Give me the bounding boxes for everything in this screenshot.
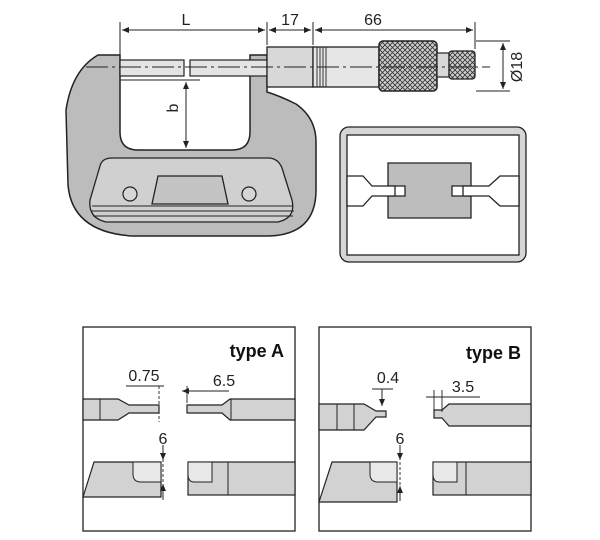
spindle: [189, 59, 268, 77]
ratchet-knurl: [448, 50, 476, 80]
type-b-spindle-side: [433, 403, 532, 427]
type-b-dim-tip: 0.4: [377, 370, 399, 387]
anvil-detail-inset: [339, 126, 527, 263]
type-a-dim-depth: 6: [159, 431, 168, 448]
inset-right-spindle: [462, 175, 520, 207]
dim-label-17: 17: [281, 12, 299, 29]
inset-left-anvil: [346, 175, 396, 207]
extension-lines: [119, 22, 510, 92]
type-b-anvil-side: [318, 403, 387, 431]
type-a-anvil-face: [132, 461, 162, 483]
type-b-spindle-face: [432, 461, 458, 483]
ratchet-neck: [436, 52, 450, 78]
thimble-knurl: [378, 40, 438, 92]
type-b-dim-depth: 6: [396, 431, 405, 448]
anvil: [119, 59, 185, 77]
type-a-dim-tip: 0.75: [128, 368, 159, 385]
type-a-title: type A: [230, 341, 284, 361]
dim-label-L: L: [182, 12, 191, 29]
type-b-anvil-face: [369, 461, 398, 483]
plate-stripes: [92, 205, 294, 217]
dim-label-b: b: [165, 103, 182, 112]
micrometer-main-view: L 17 66 Ø18 b: [65, 12, 526, 237]
type-a-panel: type A 0.75 6.5 6: [82, 326, 296, 532]
rivet-right: [241, 186, 257, 202]
type-b-panel: type B 0.4 3.5 6: [318, 326, 532, 532]
type-a-spindle-side: [186, 398, 296, 421]
rivet-left: [122, 186, 138, 202]
dim-label-dia: Ø18: [509, 52, 526, 82]
dim-label-66: 66: [364, 12, 382, 29]
type-a-spindle-face: [187, 461, 213, 483]
type-b-title: type B: [466, 343, 521, 363]
type-b-dim-spindle: 3.5: [452, 379, 474, 396]
insulation-pad: [151, 175, 229, 205]
type-a-dim-spindle: 6.5: [213, 373, 235, 390]
